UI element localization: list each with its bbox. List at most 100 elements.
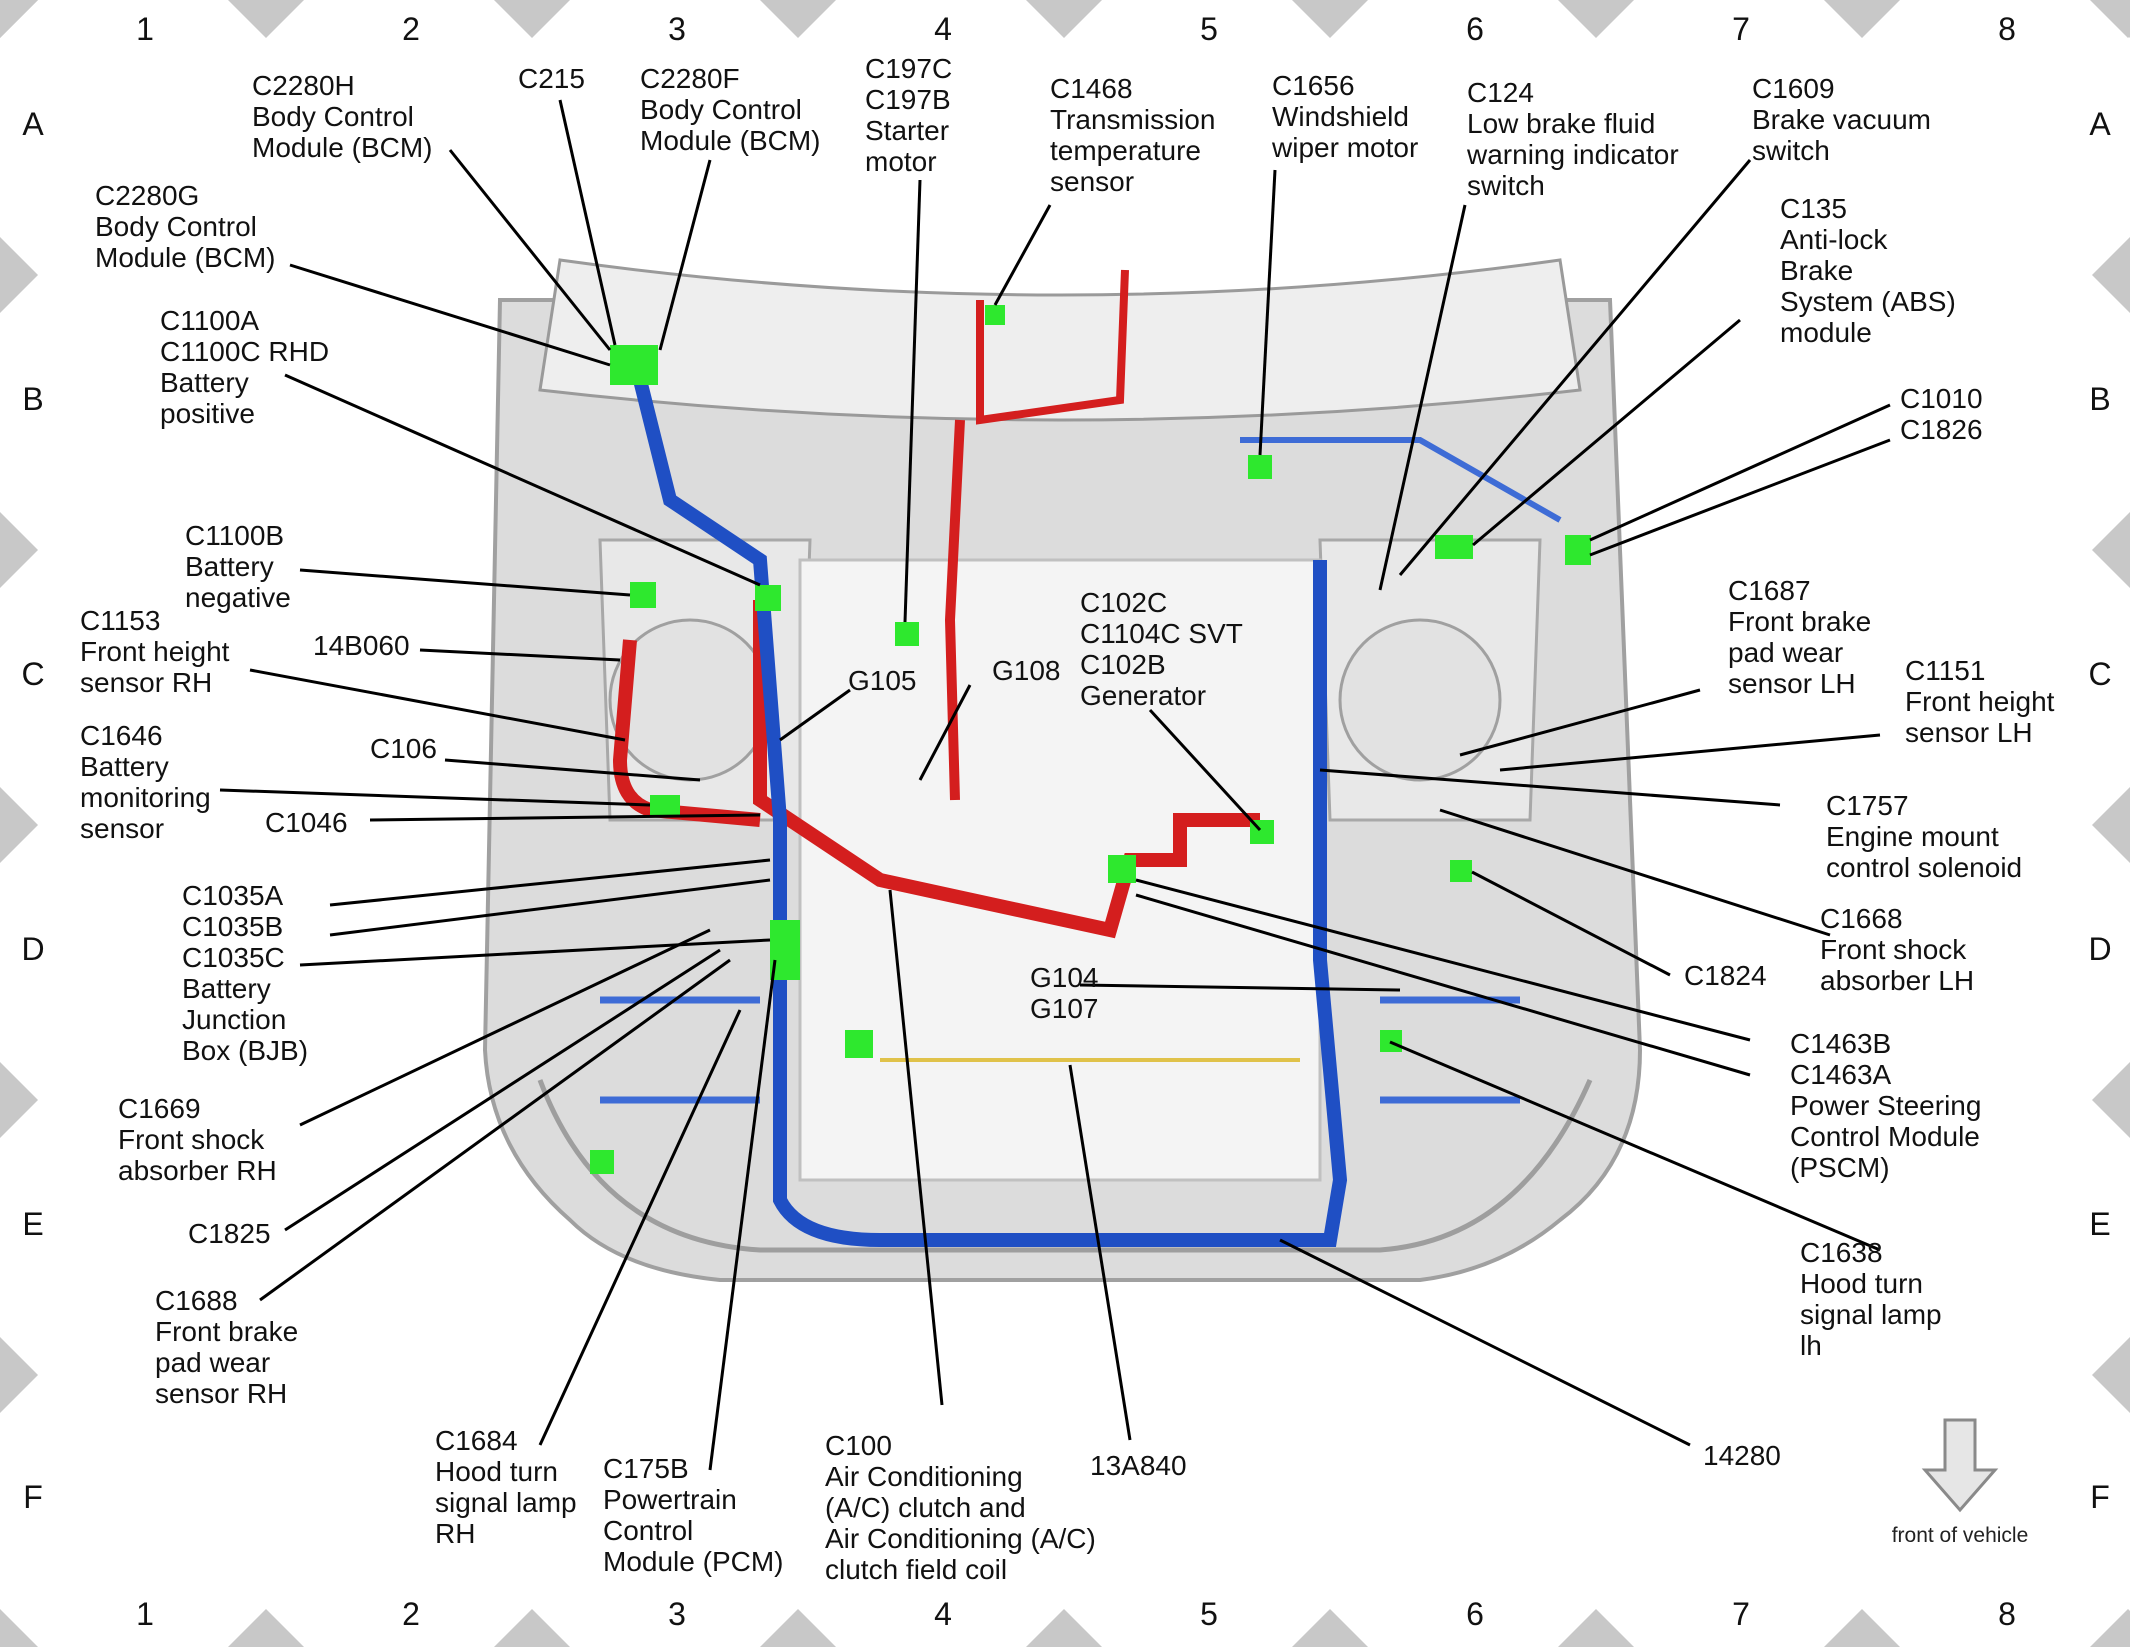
frame-diamond — [0, 512, 38, 588]
label-c1757-line: Engine mount — [1826, 821, 1999, 852]
label-c1035a-line: Junction — [182, 1004, 286, 1035]
row-label-left-a: A — [22, 106, 44, 142]
label-c106: C106 — [370, 733, 437, 764]
label-c1825: C1825 — [188, 1218, 271, 1249]
label-c1463b-line: Power Steering — [1790, 1090, 1981, 1121]
label-c2280h-line: Module (BCM) — [252, 132, 432, 163]
label-c1100a-line: Battery — [160, 367, 249, 398]
label-c1100a-line: positive — [160, 398, 255, 429]
label-c1463b-line: (PSCM) — [1790, 1152, 1890, 1183]
label-c1153-line: C1153 — [80, 605, 160, 636]
col-label-top-3: 3 — [668, 11, 686, 47]
front-of-vehicle-label: front of vehicle — [1892, 1524, 2029, 1547]
connector-c197c — [895, 622, 919, 646]
label-c2280f-line: C2280F — [640, 63, 740, 94]
connector-c1656 — [1248, 455, 1272, 479]
harness-blue — [600, 378, 1562, 1247]
grid-labels: 1 2 3 4 5 6 7 8 1 2 3 4 5 6 7 8 A B C D … — [21, 11, 2111, 1632]
label-c100-line: Air Conditioning — [825, 1461, 1023, 1492]
frame-diamond — [2090, 1609, 2130, 1647]
frame-diamond — [0, 1609, 38, 1647]
col-label-top-1: 1 — [136, 11, 154, 47]
label-c1010-line: C1010 — [1900, 383, 1983, 414]
label-c1757-line: control solenoid — [1826, 852, 2022, 883]
label-c100-line: C100 — [825, 1430, 892, 1461]
frame-diamond — [1026, 1609, 1102, 1647]
label-c1463b-line: C1463B — [1790, 1028, 1891, 1059]
label-c1046-line: C1046 — [265, 807, 348, 838]
label-c1688-line: Front brake — [155, 1316, 298, 1347]
col-label-bottom-7: 7 — [1732, 1596, 1750, 1632]
label-c1688-line: C1688 — [155, 1285, 238, 1316]
label-c175b-line: Control — [603, 1515, 693, 1546]
row-label-left-f: F — [23, 1479, 43, 1515]
frame-diamond — [0, 1062, 38, 1138]
row-label-left-c: C — [21, 656, 44, 692]
label-c1687-line: Front brake — [1728, 606, 1871, 637]
col-label-bottom-4: 4 — [934, 1596, 952, 1632]
col-label-top-7: 7 — [1732, 11, 1750, 47]
connector-c135 — [1435, 535, 1473, 559]
col-label-bottom-3: 3 — [668, 1596, 686, 1632]
label-c102c-line: C102B — [1080, 649, 1166, 680]
label-c1684-line: C1684 — [435, 1425, 518, 1456]
frame-diamond — [228, 1609, 304, 1647]
label-c197c-line: C197B — [865, 84, 951, 115]
frame-diamond — [1824, 1609, 1900, 1647]
label-c197c-line: C197C — [865, 53, 952, 84]
label-c100-line: Air Conditioning (A/C) — [825, 1523, 1096, 1554]
connector-c1468 — [985, 305, 1005, 325]
label-c1468-line: sensor — [1050, 166, 1134, 197]
row-label-right-a: A — [2089, 106, 2111, 142]
label-c1151-line: C1151 — [1905, 655, 1985, 686]
label-c2280f-line: Body Control — [640, 94, 802, 125]
label-c1687-line: sensor LH — [1728, 668, 1856, 699]
frame-diamond — [2092, 0, 2130, 38]
label-c1757-line: C1757 — [1826, 790, 1909, 821]
label-c1100b-line: C1100B — [185, 520, 284, 551]
label-g108: G108 — [992, 655, 1061, 686]
row-label-right-b: B — [2089, 381, 2110, 417]
label-c1463b-line: C1463A — [1790, 1059, 1892, 1090]
label-c197c-line: Starter — [865, 115, 949, 146]
connector-c1100a — [755, 585, 781, 611]
row-label-right-e: E — [2089, 1206, 2110, 1242]
label-c175b-line: Module (PCM) — [603, 1546, 783, 1577]
col-label-bottom-1: 1 — [136, 1596, 154, 1632]
label-c124-line: C124 — [1467, 77, 1534, 108]
label-g105: G105 — [848, 665, 917, 696]
col-label-bottom-2: 2 — [402, 1596, 420, 1632]
label-c1035a-line: C1035C — [182, 942, 285, 973]
frame-diamond — [2092, 237, 2130, 313]
label-c215: C215 — [518, 63, 585, 94]
col-label-top-4: 4 — [934, 11, 952, 47]
label-c1638-line: signal lamp — [1800, 1299, 1942, 1330]
frame-diamond — [760, 0, 836, 38]
label-c1687-line: C1687 — [1728, 575, 1811, 606]
label-c1824-line: C1824 — [1684, 960, 1767, 991]
label-c1609-line: Brake vacuum — [1752, 104, 1931, 135]
label-c1668-line: C1668 — [1820, 903, 1903, 934]
frame-diamond — [1558, 0, 1634, 38]
label-c1468-line: C1468 — [1050, 73, 1133, 104]
leader-lines — [219, 99, 1891, 1471]
label-c1609-line: C1609 — [1752, 73, 1835, 104]
label-c1035a-line: Box (BJB) — [182, 1035, 308, 1066]
label-c1646-line: Battery — [80, 751, 169, 782]
label-c1688-line: pad wear — [155, 1347, 270, 1378]
label-c175b-line: C175B — [603, 1453, 689, 1484]
label-c135-line: C135 — [1780, 193, 1847, 224]
